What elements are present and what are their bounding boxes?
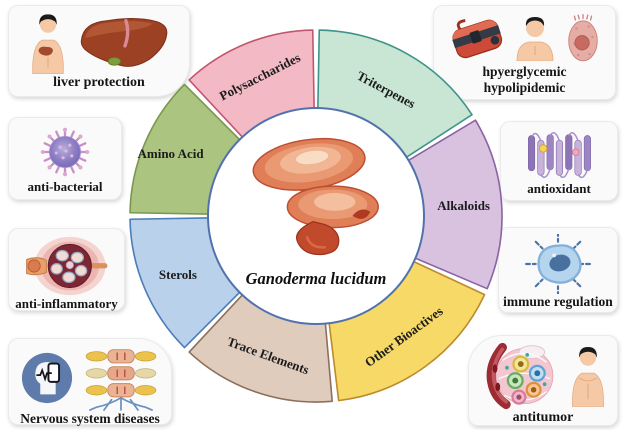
protein-icon bbox=[527, 132, 591, 179]
antioxidant-label: antioxidant bbox=[527, 181, 591, 196]
hyperglycemic-label-line1: hpyerglycemic bbox=[482, 64, 567, 79]
antioxidant-icons bbox=[520, 128, 598, 182]
immune-regulation-label: immune regulation bbox=[503, 294, 613, 309]
anti-bacterial-icons bbox=[37, 124, 93, 180]
center-species-title: Ganoderma lucidum bbox=[245, 269, 387, 288]
hyperglycemic-label-line2: hypolipidemic bbox=[483, 79, 566, 95]
effect-box-antioxidant: antioxidant bbox=[500, 121, 618, 201]
immune-cell-icon bbox=[525, 234, 592, 294]
immune-regulation-icons bbox=[521, 234, 595, 294]
liver-protection-icons bbox=[27, 12, 172, 75]
inflammation-icon bbox=[25, 236, 107, 296]
antibody-marks bbox=[525, 234, 592, 294]
effect-box-immune-regulation: immune regulation bbox=[498, 227, 618, 313]
anti-bacterial-label: anti-bacterial bbox=[27, 179, 103, 194]
spine-icon bbox=[85, 349, 156, 411]
organ-icon bbox=[567, 14, 598, 62]
person-torso-icon bbox=[31, 14, 64, 75]
person-bust-icon bbox=[516, 17, 553, 61]
anti-inflammatory-icons bbox=[24, 235, 110, 297]
virus-icon bbox=[40, 127, 90, 177]
anti-inflammatory-label: anti-inflammatory bbox=[15, 296, 118, 311]
wheel-segment-label-sterols: Sterols bbox=[158, 266, 197, 282]
hyperglycemic-icons bbox=[448, 12, 602, 64]
effect-box-anti-inflammatory: anti-inflammatory bbox=[8, 228, 125, 311]
glucometer-icon bbox=[451, 19, 502, 59]
effect-box-liver-protection: liver protection bbox=[8, 5, 190, 97]
ganoderma-mushroom-icon bbox=[252, 137, 379, 256]
antitumor-label: antitumor bbox=[512, 410, 574, 425]
liver-icon bbox=[80, 18, 167, 68]
nervous-system-label: Nervous system diseases bbox=[20, 411, 160, 426]
antitumor-icons bbox=[477, 342, 610, 410]
effect-box-antitumor: antitumor bbox=[468, 335, 618, 426]
tumor-icon bbox=[486, 342, 553, 410]
nervous-system-icons bbox=[20, 345, 161, 411]
liver-protection-label: liver protection bbox=[53, 74, 145, 90]
head-profile-icon bbox=[21, 352, 72, 404]
wheel-segment-label-alkaloids: Alkaloids bbox=[437, 197, 490, 213]
effect-box-hyperglycemic: hpyerglycemic hypolipidemic bbox=[433, 5, 616, 100]
effect-box-nervous-system: Nervous system diseases bbox=[8, 338, 172, 426]
wheel-segment-label-amino-acid: Amino Acid bbox=[137, 146, 204, 162]
effect-box-anti-bacterial: anti-bacterial bbox=[8, 117, 122, 200]
person-torso-icon bbox=[571, 346, 604, 407]
